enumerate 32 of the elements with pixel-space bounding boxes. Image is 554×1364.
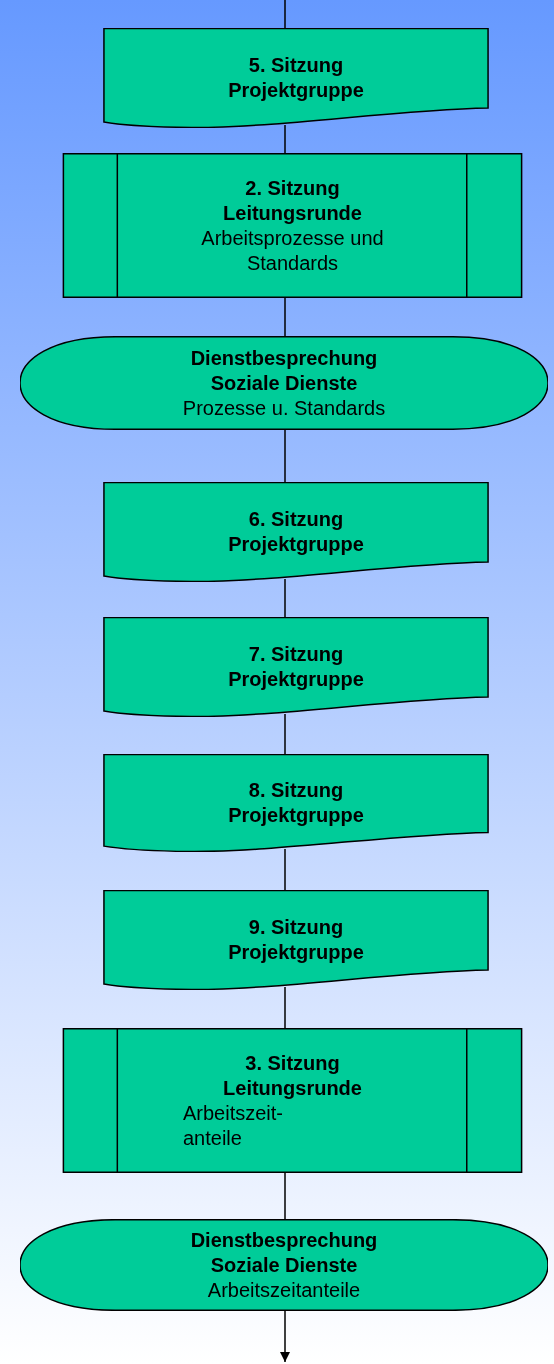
connector-line [284,429,286,483]
connector-line [284,986,286,1029]
predefined-process-box [62,153,523,298]
predefined-process-box [62,1028,523,1173]
node-title: Dienstbesprechung Soziale Dienste [189,345,379,396]
node-title: 7. Sitzung Projektgruppe [227,642,365,692]
document-shape [102,754,490,852]
node-title: 8. Sitzung Projektgruppe [227,778,365,828]
node-text: Arbeitsprozesse und Standards [200,225,385,276]
node-title: 9. Sitzung Projektgruppe [227,915,365,965]
node-text: Arbeitszeitanteile [207,1277,361,1303]
document-shape [102,482,490,582]
connector-line [284,1172,286,1220]
arrow [280,1310,290,1363]
node-title: 2. Sitzung Leitungsrunde [222,175,363,226]
terminal-shape [20,336,548,430]
connector-line [284,848,286,891]
connector-line [284,0,286,29]
document-shape [102,617,490,717]
terminal-shape [20,1219,548,1311]
node-text: Arbeitszeit- anteile [183,1100,285,1151]
connector-line [284,713,286,755]
document-shape [102,28,490,128]
document-shape [102,890,490,990]
connector-line [284,578,286,618]
node-title: Dienstbesprechung Soziale Dienste [189,1227,379,1278]
node-title: 6. Sitzung Projektgruppe [227,507,365,557]
node-text: Prozesse u. Standards [182,395,386,421]
connector-line [284,297,286,337]
node-title: 3. Sitzung Leitungsrunde [222,1050,363,1101]
connector-line [284,124,286,154]
node-title: 5. Sitzung Projektgruppe [227,53,365,103]
